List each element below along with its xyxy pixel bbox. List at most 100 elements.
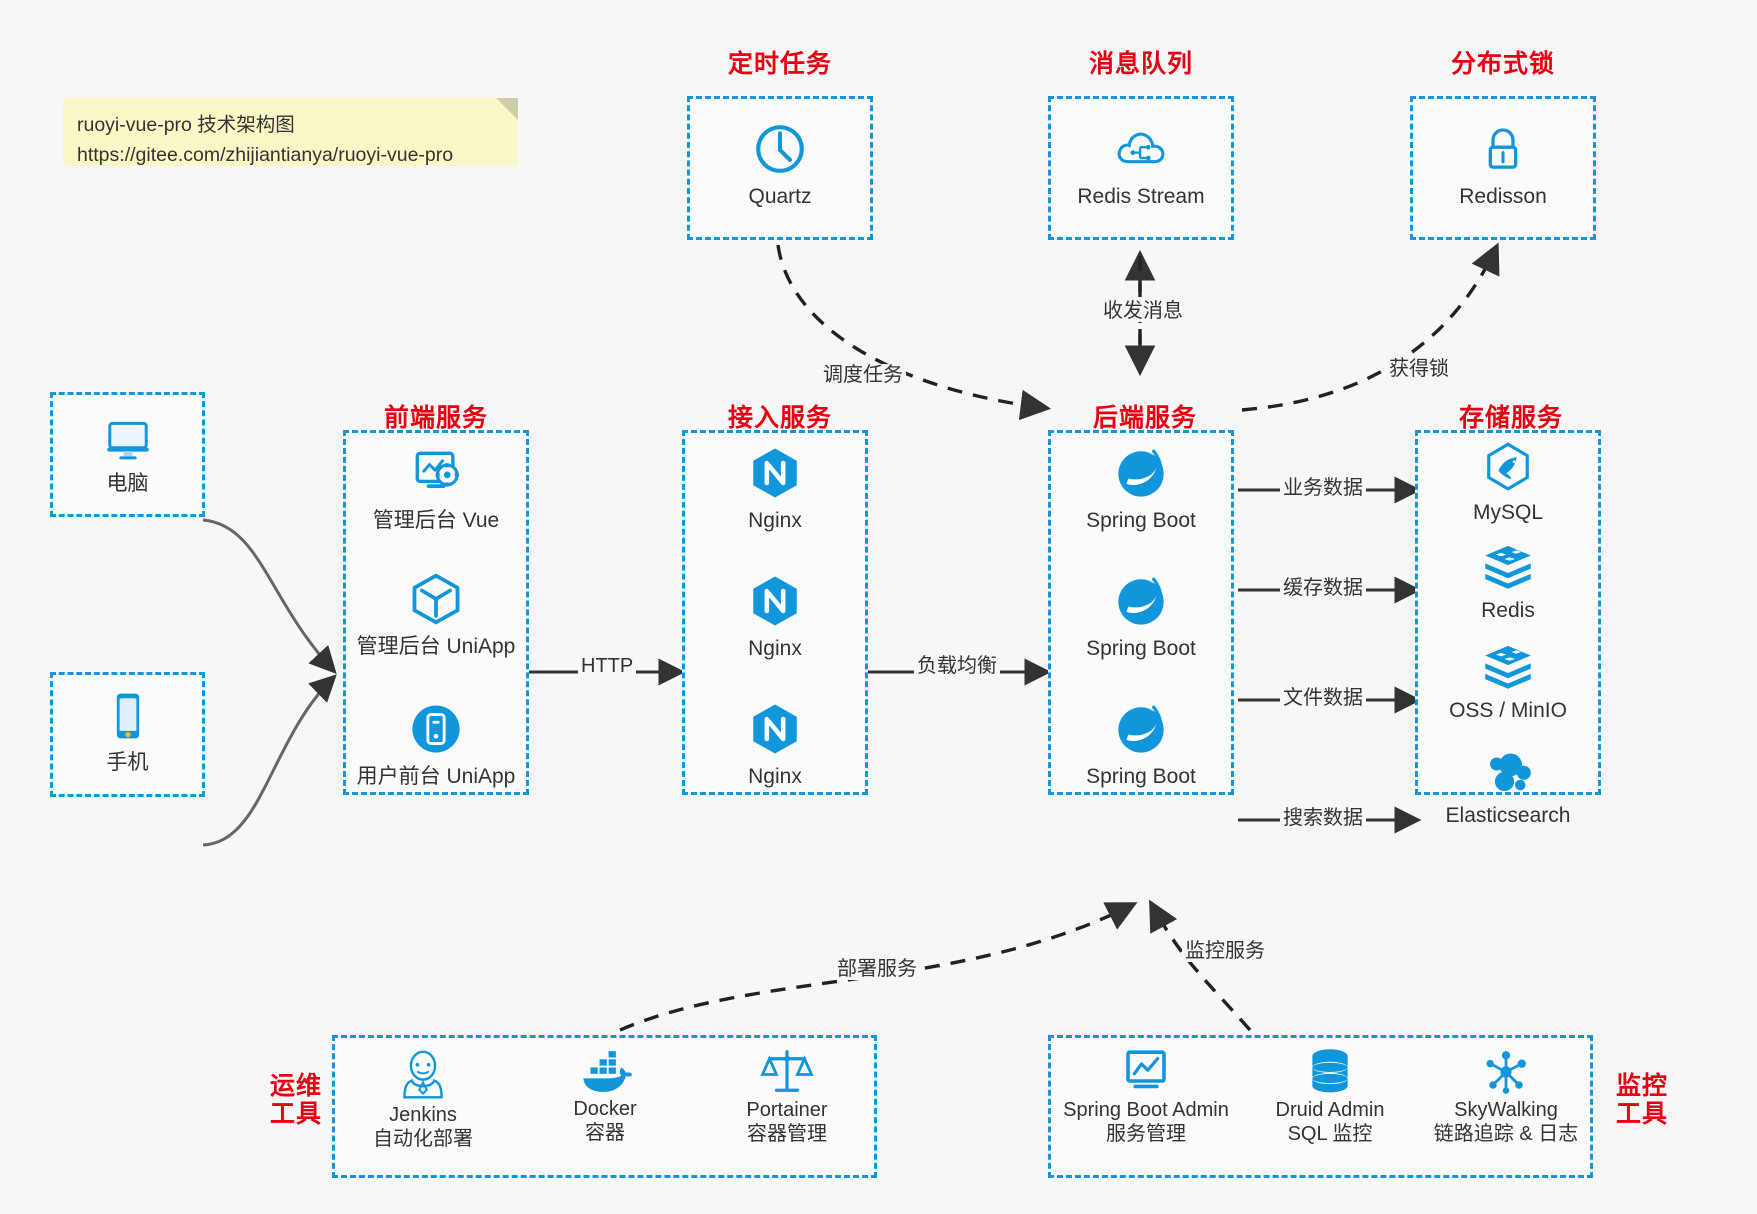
node-spring-boot-3[interactable]: Spring Boot xyxy=(1048,700,1234,790)
group-box-storage[interactable] xyxy=(1415,430,1601,795)
edge-label-schedule-task: 调度任务 xyxy=(820,364,906,386)
group-title-devops: 运维 工具 xyxy=(258,1072,334,1128)
node-spring-boot-1[interactable]: Spring Boot xyxy=(1048,444,1234,534)
node-docker[interactable]: Docker 容器 xyxy=(514,1047,696,1146)
phone-circle-icon xyxy=(412,705,460,753)
group-title-scheduled: 定时任务 xyxy=(727,50,832,78)
node-nginx-1[interactable]: Nginx xyxy=(682,444,868,534)
edge-label-send-receive-message: 收发消息 xyxy=(1100,300,1186,322)
node-label: Spring Boot xyxy=(1086,509,1196,532)
docker-icon xyxy=(583,1051,633,1092)
redis-stack-icon xyxy=(1485,645,1531,689)
node-mysql[interactable]: MySQL xyxy=(1415,440,1601,526)
group-title-devops-line2: 工具 xyxy=(269,1100,322,1128)
nginx-icon xyxy=(753,704,797,754)
group-title-monitor-line2: 工具 xyxy=(1615,1100,1668,1128)
edge-label-cache-data: 缓存数据 xyxy=(1280,577,1366,599)
spring-boot-icon xyxy=(1118,577,1164,625)
node-label: Jenkins xyxy=(389,1104,457,1126)
group-box-scheduled[interactable] xyxy=(687,96,873,240)
group-title-lock: 分布式锁 xyxy=(1450,50,1555,78)
group-title-monitor: 监控 工具 xyxy=(1604,1072,1680,1128)
node-label: Spring Boot xyxy=(1086,637,1196,660)
node-label: Nginx xyxy=(748,637,802,660)
node-label: MySQL xyxy=(1472,501,1543,524)
node-client-mobile[interactable]: 手机 xyxy=(50,688,205,776)
group-title-frontend: 前端服务 xyxy=(383,404,488,432)
note-line-url: https://gitee.com/zhijiantianya/ruoyi-vu… xyxy=(77,144,454,167)
node-user-uniapp[interactable]: 用户前台 UniApp xyxy=(343,700,529,790)
node-label: Nginx xyxy=(748,509,802,532)
node-sublabel: 容器 xyxy=(585,1122,625,1145)
node-label: Redisson xyxy=(1459,185,1547,208)
node-client-desktop[interactable]: 电脑 xyxy=(50,413,205,497)
edge-label-monitor-service: 监控服务 xyxy=(1182,940,1268,962)
desktop-icon xyxy=(106,421,149,460)
node-sublabel: SQL 监控 xyxy=(1287,1123,1373,1146)
node-label: Spring Boot xyxy=(1086,765,1196,788)
node-skywalking[interactable]: SkyWalking 链路追踪 & 日志 xyxy=(1416,1046,1596,1147)
node-admin-uniapp[interactable]: 管理后台 UniApp xyxy=(343,570,529,660)
group-title-devops-line1: 运维 xyxy=(269,1072,322,1100)
node-redis-stream[interactable]: Redis Stream xyxy=(1048,120,1234,210)
node-label: Nginx xyxy=(748,765,802,788)
redis-icon xyxy=(1485,545,1531,589)
node-redisson[interactable]: Redisson xyxy=(1410,120,1596,210)
mysql-icon xyxy=(1487,442,1529,491)
edge-label-file-data: 文件数据 xyxy=(1280,687,1366,709)
group-title-backend: 后端服务 xyxy=(1092,404,1197,432)
node-label: 手机 xyxy=(106,751,149,774)
edge-label-business-data: 业务数据 xyxy=(1280,477,1366,499)
sticky-note: ruoyi-vue-pro 技术架构图 https://gitee.com/zh… xyxy=(63,98,518,166)
edge-label-http: HTTP xyxy=(578,655,637,677)
clock-icon xyxy=(756,125,804,173)
node-nginx-2[interactable]: Nginx xyxy=(682,572,868,662)
node-druid-admin[interactable]: Druid Admin SQL 监控 xyxy=(1244,1046,1416,1147)
node-label: Redis Stream xyxy=(1077,185,1205,208)
node-redis[interactable]: Redis xyxy=(1415,540,1601,624)
node-sublabel: 链路追踪 & 日志 xyxy=(1433,1123,1579,1146)
node-label: Docker xyxy=(573,1098,637,1120)
group-box-mq[interactable] xyxy=(1048,96,1234,240)
node-sublabel: 服务管理 xyxy=(1106,1123,1186,1146)
nginx-icon xyxy=(753,576,797,626)
hexagon-cube-icon xyxy=(412,573,460,625)
node-sublabel: 自动化部署 xyxy=(373,1128,473,1151)
node-jenkins[interactable]: Jenkins 自动化部署 xyxy=(332,1047,514,1152)
node-label: 用户前台 UniApp xyxy=(356,765,516,788)
node-elasticsearch[interactable]: Elasticsearch xyxy=(1415,745,1601,829)
skywalking-icon xyxy=(1486,1051,1526,1094)
node-sublabel: 容器管理 xyxy=(747,1123,827,1146)
jenkins-icon xyxy=(403,1050,443,1099)
node-portainer[interactable]: Portainer 容器管理 xyxy=(696,1044,878,1147)
node-label: 管理后台 UniApp xyxy=(356,635,516,658)
node-label: Portainer xyxy=(746,1099,828,1121)
edge-label-deploy-service: 部署服务 xyxy=(834,958,920,980)
group-title-monitor-line1: 监控 xyxy=(1615,1072,1668,1100)
note-fold-corner xyxy=(496,98,518,120)
node-label: Redis xyxy=(1481,599,1535,622)
node-nginx-3[interactable]: Nginx xyxy=(682,700,868,790)
group-box-monitor[interactable] xyxy=(1048,1035,1593,1178)
node-label: 电脑 xyxy=(106,472,149,495)
mobile-icon xyxy=(116,693,139,739)
node-label: Elasticsearch xyxy=(1445,804,1571,827)
node-spring-boot-admin[interactable]: Spring Boot Admin 服务管理 xyxy=(1048,1046,1244,1147)
node-label: SkyWalking xyxy=(1454,1099,1558,1121)
node-spring-boot-2[interactable]: Spring Boot xyxy=(1048,572,1234,662)
node-admin-vue[interactable]: 管理后台 Vue xyxy=(343,444,529,534)
edge-label-load-balance: 负载均衡 xyxy=(914,655,1000,677)
lock-icon xyxy=(1488,128,1518,169)
database-icon xyxy=(1312,1049,1348,1093)
node-label: 管理后台 Vue xyxy=(372,509,500,532)
nginx-icon xyxy=(753,448,797,498)
note-line-title: ruoyi-vue-pro 技术架构图 xyxy=(77,114,295,136)
node-quartz[interactable]: Quartz xyxy=(687,120,873,210)
dashboard-gear-icon xyxy=(415,451,459,488)
group-title-gateway: 接入服务 xyxy=(727,404,832,432)
node-oss-minio[interactable]: OSS / MinIO xyxy=(1415,640,1601,724)
group-title-storage: 存储服务 xyxy=(1458,404,1563,432)
elasticsearch-icon xyxy=(1490,753,1531,792)
group-title-mq: 消息队列 xyxy=(1088,50,1193,78)
edge-label-search-data: 搜索数据 xyxy=(1280,807,1366,829)
